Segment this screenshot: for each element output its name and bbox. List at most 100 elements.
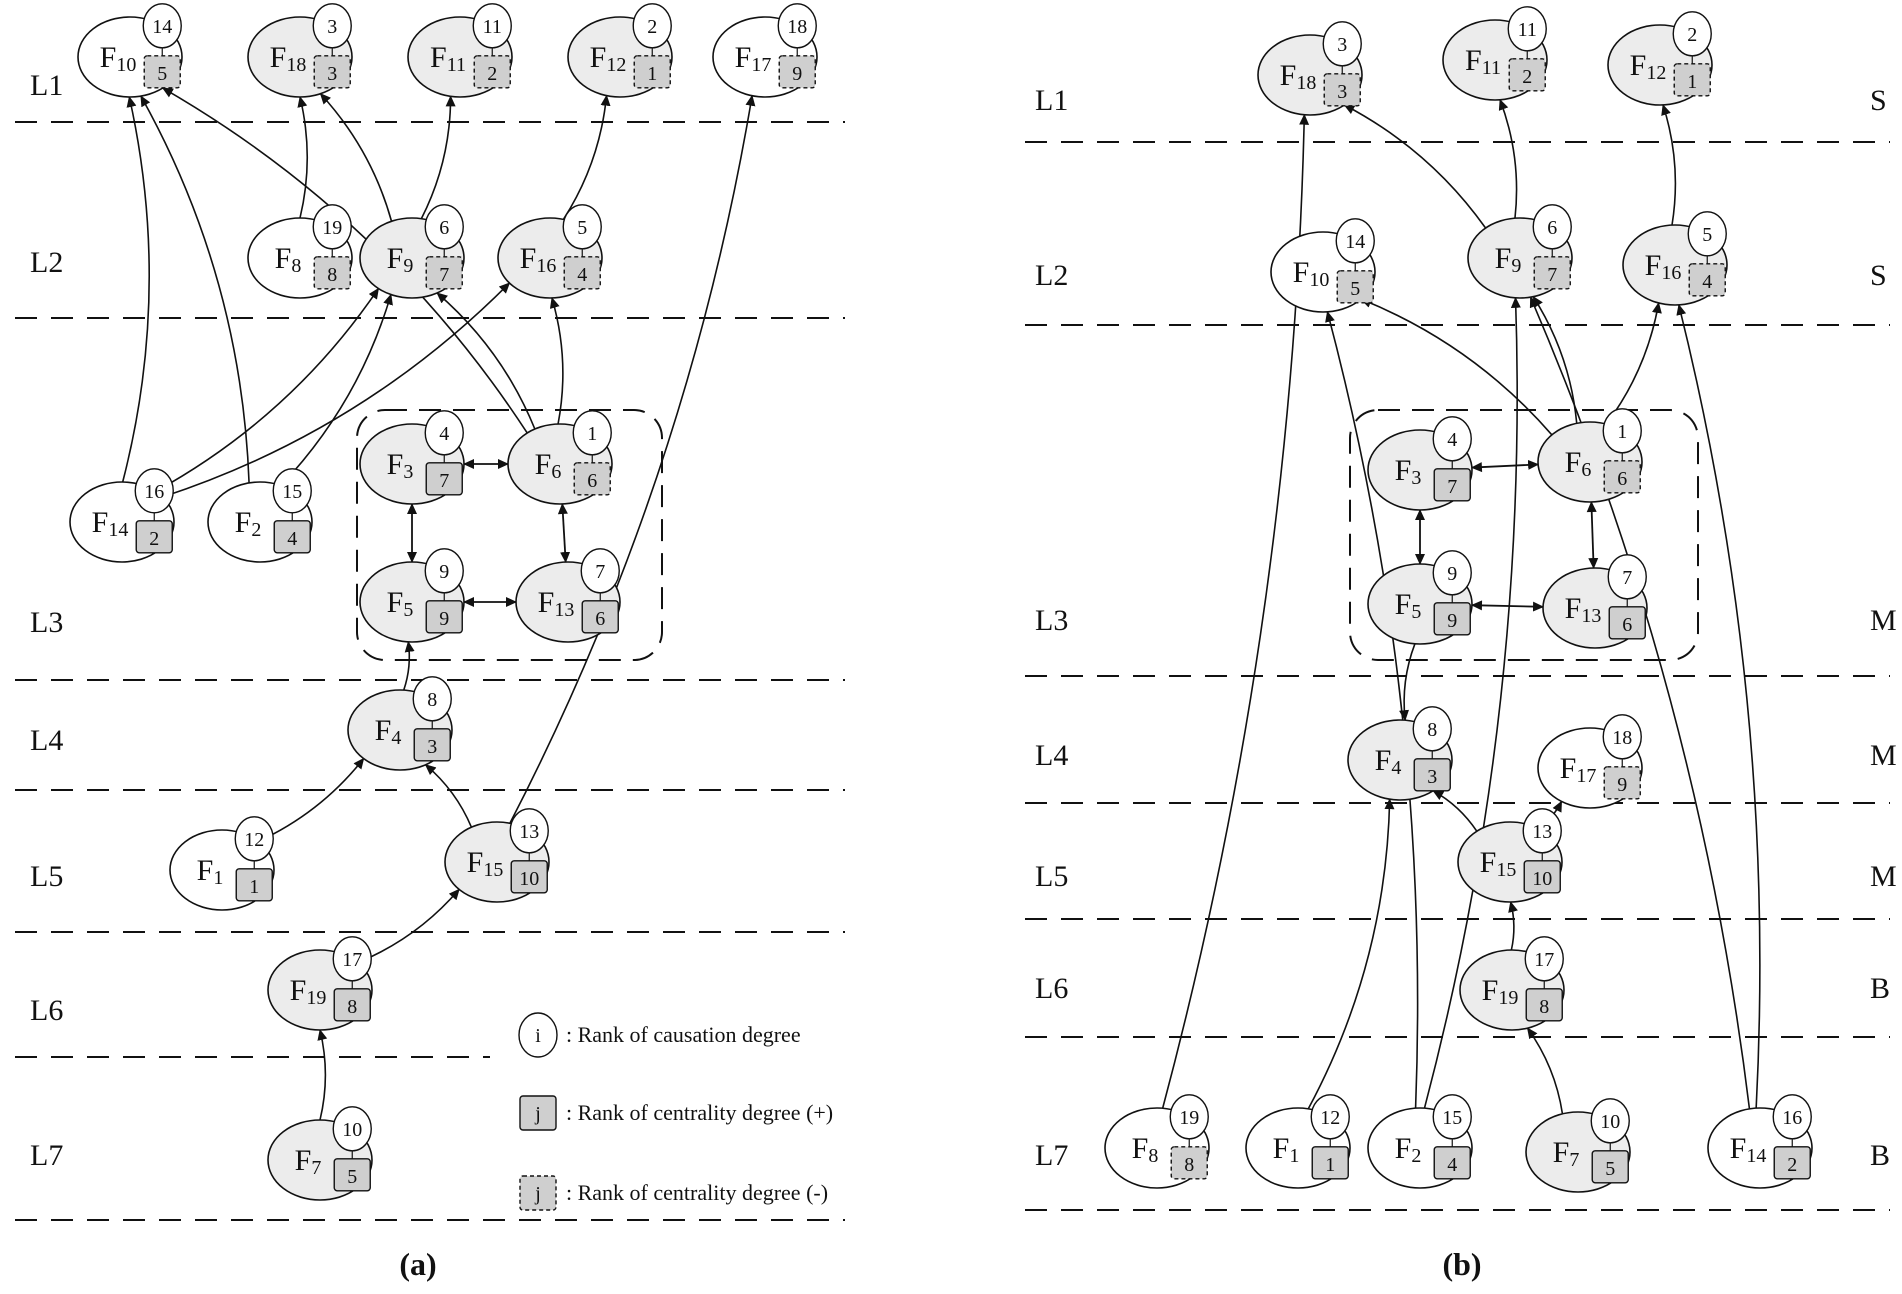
edge-F4-to-F5	[402, 640, 415, 691]
centrality-rank: 9	[792, 63, 802, 85]
centrality-rank: 1	[1325, 1154, 1335, 1176]
class-label: M	[1870, 604, 1897, 637]
centrality-rank: 5	[347, 1166, 357, 1188]
centrality-rank: 2	[487, 63, 497, 85]
legend-centrality-pos-text: : Rank of centrality degree (+)	[566, 1100, 833, 1125]
node-label: F14	[92, 506, 129, 541]
causation-rank: 10	[342, 1119, 362, 1141]
centrality-rank-box	[1673, 63, 1711, 97]
causation-rank: 9	[1447, 563, 1457, 585]
centrality-rank-box	[413, 728, 451, 762]
node-label: F10	[100, 41, 137, 76]
node-label: F8	[1132, 1132, 1159, 1167]
causation-rank: 15	[282, 481, 302, 503]
centrality-rank-box	[1433, 468, 1471, 502]
centrality-rank: 8	[327, 264, 337, 286]
node-label: F18	[270, 41, 307, 76]
causation-rank: 14	[1345, 231, 1365, 253]
node-label: F12	[1630, 49, 1667, 84]
centrality-rank-box	[143, 55, 181, 89]
legend-centrality-neg-symbol: j	[534, 1183, 541, 1205]
centrality-rank: 7	[439, 264, 449, 286]
centrality-rank-box	[1608, 606, 1646, 640]
centrality-rank-box	[1603, 766, 1641, 800]
node-label: F5	[387, 586, 414, 621]
node-label: F4	[1375, 744, 1402, 779]
causation-rank: 13	[519, 821, 539, 843]
node-label: F3	[1395, 454, 1422, 489]
edge-F2-to-F10	[1325, 310, 1419, 1109]
node-label: F11	[1465, 44, 1501, 79]
node-label: F15	[1480, 846, 1517, 881]
level-label: L6	[1035, 972, 1068, 1005]
node-label: F4	[375, 714, 402, 749]
causation-rank: 19	[1179, 1107, 1199, 1129]
centrality-rank: 3	[427, 736, 437, 758]
centrality-rank: 6	[595, 608, 605, 630]
centrality-rank-box	[1688, 263, 1726, 297]
centrality-rank: 2	[1787, 1154, 1797, 1176]
centrality-rank-box	[1433, 1146, 1471, 1180]
centrality-rank-box	[1523, 860, 1561, 894]
edge-F14-to-F16	[1676, 303, 1761, 1109]
causation-rank: 17	[1534, 949, 1554, 971]
centrality-rank-box	[563, 256, 601, 290]
class-label: S	[1870, 84, 1887, 117]
edge-F6-to-F10	[1360, 298, 1553, 436]
level-label: L2	[30, 246, 63, 279]
centrality-rank: 7	[439, 470, 449, 492]
strongly-connected-group	[1349, 409, 1699, 661]
centrality-rank-box	[235, 868, 273, 902]
centrality-rank: 4	[1447, 1154, 1457, 1176]
node-label: F1	[1273, 1132, 1300, 1167]
panel-caption: (a)	[399, 1246, 436, 1282]
causation-rank: 7	[595, 561, 605, 583]
edge-F15-to-F4	[1432, 790, 1478, 832]
class-label: S	[1870, 259, 1887, 292]
node-label: F17	[1560, 752, 1597, 787]
level-separators	[15, 121, 1890, 1221]
centrality-rank-box	[1533, 256, 1571, 290]
level-label: L3	[1035, 604, 1068, 637]
centrality-rank: 3	[1337, 81, 1347, 103]
centrality-rank-box	[778, 55, 816, 89]
edge-F6-F13-bidirectional	[557, 502, 571, 564]
causation-rank: 11	[483, 16, 502, 38]
centrality-rank-box	[1170, 1146, 1208, 1180]
centrality-rank: 8	[1184, 1154, 1194, 1176]
causation-rank: 16	[1782, 1107, 1802, 1129]
node-label: F1	[197, 854, 224, 889]
centrality-rank: 3	[327, 63, 337, 85]
causation-rank: 5	[1702, 224, 1712, 246]
causation-rank: 12	[1320, 1107, 1340, 1129]
centrality-rank-box	[1508, 58, 1546, 92]
level-label: L6	[30, 994, 63, 1027]
edge-F5-F13-bidirectional	[1470, 600, 1545, 612]
causation-rank: 9	[439, 561, 449, 583]
legend-causation-text: : Rank of causation degree	[566, 1022, 801, 1047]
causation-rank: 18	[787, 16, 807, 38]
causation-rank: 2	[647, 16, 657, 38]
node-label: F15	[467, 846, 504, 881]
node-label: F8	[275, 242, 302, 277]
centrality-rank: 4	[1702, 271, 1712, 293]
centrality-rank: 8	[1539, 996, 1549, 1018]
centrality-rank-box	[425, 462, 463, 496]
legend-causation-symbol: i	[535, 1025, 541, 1047]
class-label: B	[1870, 1139, 1890, 1172]
